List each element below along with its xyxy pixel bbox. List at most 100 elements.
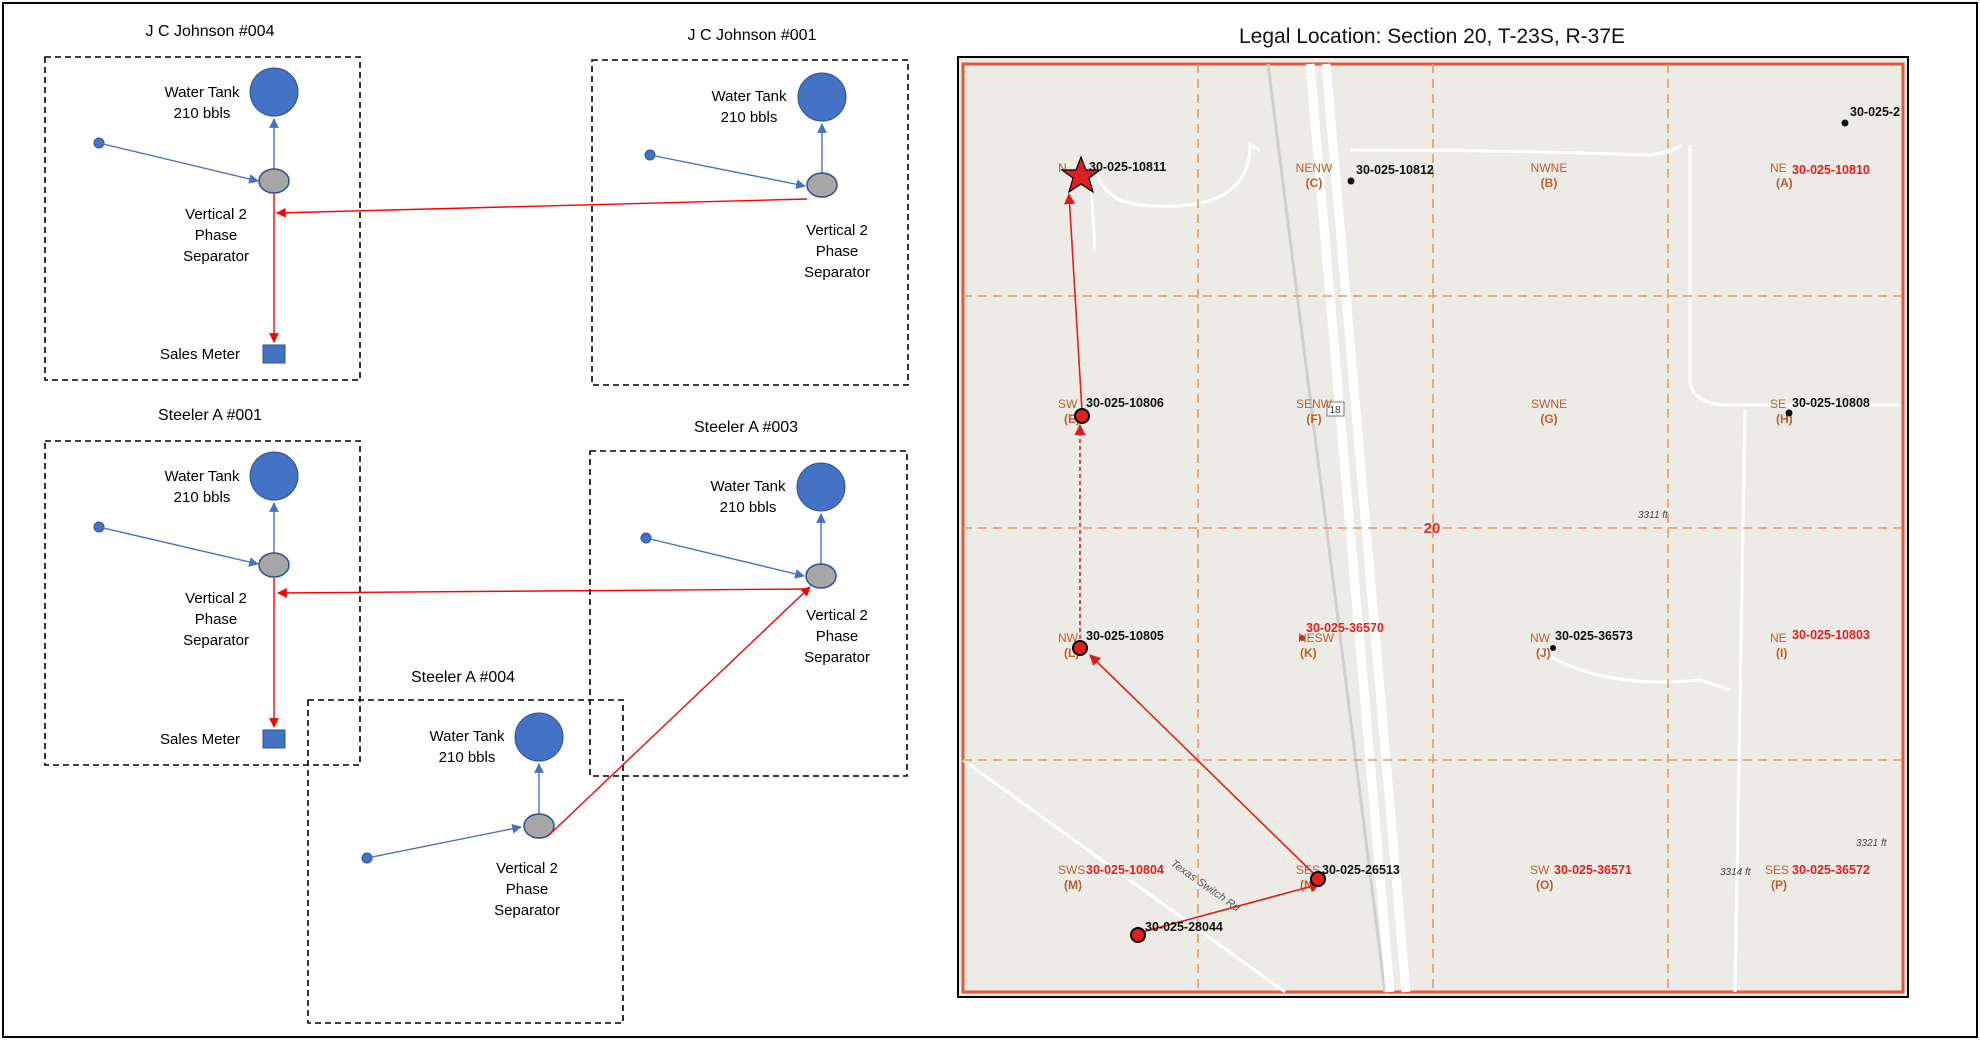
qq-letter: (F) (1306, 412, 1321, 426)
separator-label: Vertical 2 (185, 206, 247, 223)
facility-jc-johnson-001: J C Johnson #001 Water Tank 210 bbls Ver… (591, 27, 909, 386)
well-label: 30-025-10804 (1086, 863, 1164, 877)
star-icon (1060, 155, 1102, 194)
tank-label: Water Tank (164, 84, 240, 101)
flow-line (645, 537, 805, 579)
facility-boundary (44, 56, 361, 381)
qq-code: N (1058, 161, 1067, 175)
qq-letter: (I) (1776, 646, 1787, 660)
facility-boundary (307, 699, 624, 1024)
well-dot (1299, 635, 1305, 641)
qq-code: NW (1058, 631, 1079, 645)
qq-letter: (A) (1776, 176, 1793, 190)
meter-label: Sales Meter (160, 731, 240, 748)
separator (258, 552, 290, 578)
qq-code: NWNE (1531, 161, 1568, 175)
road (962, 758, 1286, 994)
qq-letter: (M) (1064, 878, 1082, 892)
road (1733, 409, 1747, 993)
flow-line (366, 823, 522, 859)
well-label: 30-025-10808 (1792, 396, 1870, 410)
separator-label: Phase (816, 243, 859, 260)
separator-label: Separator (804, 264, 870, 281)
highway (1305, 63, 1395, 993)
qq-code: SWS (1058, 863, 1085, 877)
water-tank (797, 72, 847, 122)
separator (806, 172, 838, 198)
facility-title: Steeler A #004 (411, 669, 515, 686)
sales-meter (262, 344, 286, 364)
qq-code: NW (1530, 631, 1551, 645)
separator-label: Vertical 2 (496, 860, 558, 877)
map-title: Legal Location: Section 20, T-23S, R-37E (1239, 25, 1625, 48)
well-label: 30-025-10805 (1086, 629, 1164, 643)
water-tank (249, 67, 299, 117)
well-label: 30-025-36573 (1555, 629, 1633, 643)
meter-label: Sales Meter (160, 346, 240, 363)
map-flow-arrow (1134, 881, 1322, 935)
tank-capacity: 210 bbls (439, 749, 496, 766)
qq-letter: (K) (1300, 646, 1317, 660)
well-label: 30-025-10810 (1792, 163, 1870, 177)
road (1688, 145, 1900, 407)
well-marker (1310, 871, 1326, 887)
qq-code: SENW (1296, 397, 1333, 411)
well-dot (1550, 645, 1556, 651)
facility-steeler-a-003: Steeler A #003 Water Tank 210 bbls Verti… (589, 419, 908, 777)
elevation-label: 3311 ft (1638, 510, 1669, 521)
well-label: 30-025-28044 (1145, 920, 1223, 934)
well-label: 30-025-26513 (1322, 863, 1400, 877)
separator-label: Separator (804, 649, 870, 666)
well-label: 30-025-36571 (1554, 863, 1632, 877)
qq-letter: (O) (1536, 878, 1553, 892)
qq-code: SW (1530, 863, 1550, 877)
well-dot (1347, 177, 1355, 185)
facility-title: Steeler A #001 (158, 407, 262, 424)
road-badge (1326, 401, 1345, 417)
qq-code: SW (1058, 397, 1078, 411)
separator-label: Vertical 2 (806, 607, 868, 624)
water-tank (249, 451, 299, 501)
facility-boundary (44, 440, 361, 766)
well-label: 30-025-10806 (1086, 396, 1164, 410)
road-badge-label: 18 (1329, 405, 1341, 416)
facility-steeler-a-004: Steeler A #004 Water Tank 210 bbls Verti… (307, 669, 624, 1024)
flow-line (98, 526, 259, 567)
flow-line (98, 142, 259, 184)
tank-capacity: 210 bbls (721, 109, 778, 126)
qq-code: NESW (1298, 631, 1335, 645)
qq-code: NE (1770, 161, 1787, 175)
well-marker (1072, 640, 1088, 656)
well-label: 30-025-10811 (1089, 160, 1166, 174)
qq-code: SE (1770, 397, 1786, 411)
separator-label: Vertical 2 (185, 590, 247, 607)
separator-label: Vertical 2 (806, 222, 868, 239)
qq-code: NE (1770, 631, 1787, 645)
separator-label: Separator (183, 632, 249, 649)
road (1093, 142, 1261, 208)
facility-title: Steeler A #003 (694, 419, 798, 436)
separator-label: Separator (183, 248, 249, 265)
transfer-line-red (547, 586, 811, 837)
well-label: 30-025-36570 (1306, 621, 1384, 635)
well-label: 30-025-10812 (1356, 163, 1434, 177)
separator (258, 168, 290, 194)
facility-title: J C Johnson #001 (688, 27, 817, 44)
tank-label: Water Tank (710, 478, 786, 495)
section-number: 20 (1424, 520, 1441, 537)
map-flow-arrow (1089, 654, 1315, 875)
well-label: 30-025-36572 (1792, 863, 1870, 877)
facility-title: J C Johnson #004 (146, 23, 275, 40)
well-label: 30-025-2 (1850, 105, 1900, 119)
water-tank (796, 462, 846, 512)
separator-label: Phase (816, 628, 859, 645)
well-markers (1060, 119, 1849, 943)
map-flow-arrow (1064, 192, 1083, 412)
section-map: 20 18 Texas Switch Rd 3311 ft 3321 ft 33… (957, 56, 1909, 998)
transfer-line-red (277, 588, 807, 598)
well-marker (1130, 927, 1146, 943)
water-tank (514, 712, 564, 762)
